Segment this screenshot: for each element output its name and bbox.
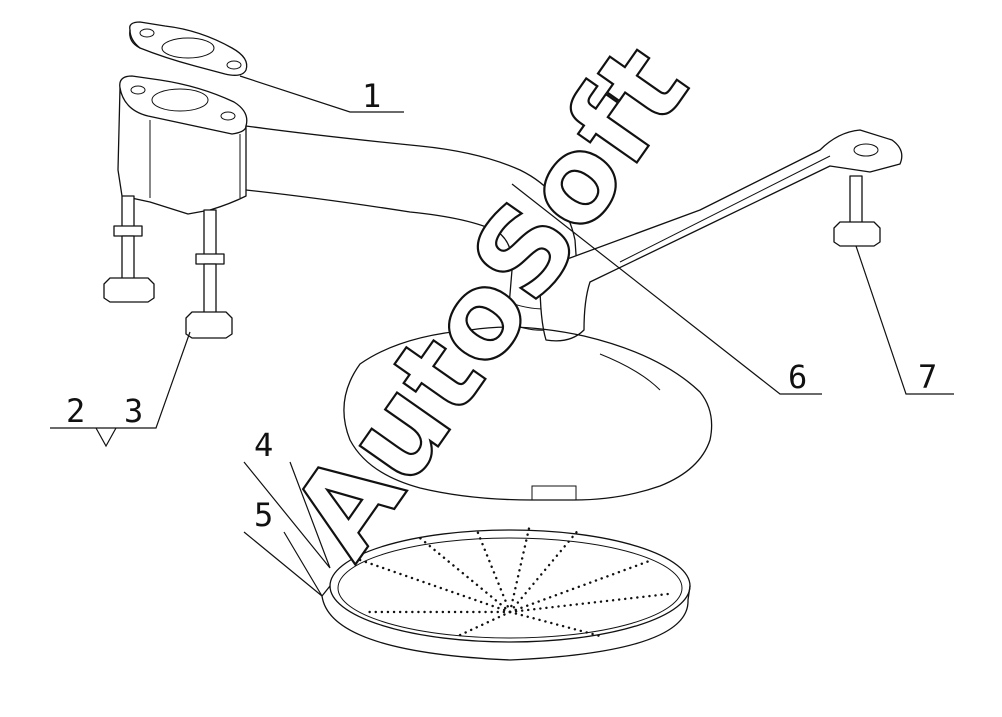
callout-5: 5 bbox=[254, 496, 273, 534]
callout-1: 1 bbox=[362, 77, 381, 115]
watermark-text: AutoSoft bbox=[265, 21, 715, 581]
leader-lines bbox=[50, 75, 954, 597]
watermark: AutoSoft bbox=[264, 20, 716, 582]
strainer-housing bbox=[343, 326, 713, 501]
bolt-middle bbox=[185, 209, 233, 339]
gasket-part-1 bbox=[129, 21, 248, 76]
bolt-right-part-7 bbox=[833, 175, 881, 247]
callout-7: 7 bbox=[918, 358, 937, 396]
callout-6: 6 bbox=[788, 358, 807, 396]
support-bracket bbox=[539, 129, 903, 342]
flange-block bbox=[117, 75, 248, 215]
strainer-screen-part-4 bbox=[321, 522, 691, 661]
bolt-left bbox=[103, 195, 155, 303]
callout-3: 3 bbox=[124, 392, 143, 430]
callout-4: 4 bbox=[254, 426, 273, 464]
callout-2: 2 bbox=[66, 392, 85, 430]
